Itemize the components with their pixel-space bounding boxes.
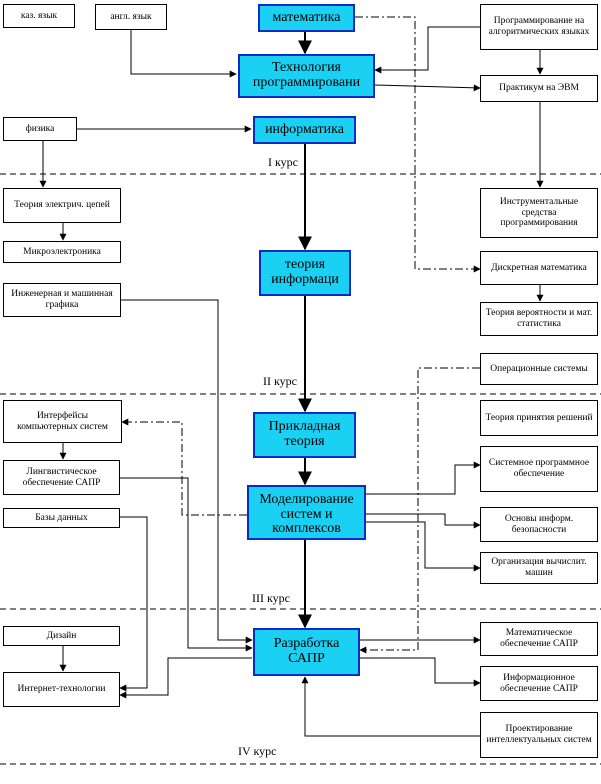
arrow-razr-internet [119, 657, 252, 699]
node-kaz-yazyk: каз. язык [3, 4, 75, 28]
arrow-os-razr [359, 367, 480, 654]
arrow-angl-tech [130, 30, 237, 78]
node-prikladnaya-teoriya: Прикладная теория [253, 412, 356, 458]
arrow-model-syspo [366, 461, 481, 495]
node-teoriya-veroyatnosti: Теория вероятности и мат. статистика [480, 302, 598, 336]
course-label-4: IV курс [238, 744, 277, 758]
node-proektirovanie-intellektualnykh: Проектирование интеллектуальных систем [480, 712, 598, 758]
arrow-model-interf [121, 418, 247, 516]
node-mikroelektronika: Микроэлектроника [3, 241, 121, 263]
arrow-model-osn [366, 513, 481, 529]
node-programmirovanie-alg: Программирование на алгоритмических язык… [480, 4, 598, 50]
course-label-2: II курс [263, 374, 297, 388]
node-internet-tekhnologii: Интернет-технологии [3, 672, 120, 707]
course-label-1: I курс [268, 155, 298, 169]
arrow-tech-evm [374, 84, 481, 92]
node-lingvisticheskoe-obespechenie: Лингвистическое обеспечение САПР [3, 460, 120, 495]
node-fizika: физика [3, 117, 77, 141]
node-inzhenernaya-grafika: Инженерная и машинная графика [3, 283, 121, 317]
node-dizayn: Дизайн [3, 626, 120, 646]
course-label-3: III курс [252, 591, 290, 605]
node-matematicheskoe-obespechenie: Математическое обеспечение САПР [480, 622, 598, 656]
arrow-bd-internet [119, 516, 148, 692]
arrow-model-org [366, 521, 481, 572]
node-organizatsiya-vychislit-mashin: Организация вычислит. машин [480, 552, 598, 584]
node-osnovy-inform-bezopasnosti: Основы информ. безопасности [480, 507, 598, 542]
node-instrumentalnye-sredstva: Инструментальные средства программирован… [480, 188, 598, 238]
node-modelirovanie-sistem: Моделирование систем и комплексов [247, 485, 366, 540]
arrow-ling-razr [120, 477, 253, 652]
arrow-razr-infobesp [360, 657, 481, 687]
node-operatsionnye-sistemy: Операционные системы [480, 353, 598, 385]
node-interfeysy-kompyuternykh-sistem: Интерфейсы компьютерных систем [3, 400, 122, 443]
node-informatika: информатика [253, 116, 356, 144]
node-diskretnaya-matematika: Дискретная математика [480, 251, 598, 285]
arrow-prog-tech [374, 26, 480, 74]
node-tekhnologiya-programmirovaniya: Технология программировани [238, 54, 375, 98]
node-matematika: математика [258, 4, 355, 32]
node-sistemnoe-po: Системное программное обеспечение [480, 446, 598, 492]
node-razrabotka-sapr: Разработка САПР [253, 628, 360, 676]
node-teoriya-prinyatiya-resheniy: Теория принятия решений [480, 400, 598, 436]
arrow-proekt-razr [301, 676, 480, 737]
node-informatsionnoe-obespechenie: Информационное обеспечение САПР [480, 666, 598, 701]
node-angl-yazyk: англ. язык [95, 4, 167, 30]
node-teoriya-informatsii: теория информаци [259, 250, 351, 296]
node-bazy-dannykh: Базы данных [3, 508, 120, 528]
node-praktikum-evm: Практикум на ЭВМ [480, 75, 598, 102]
node-teoriya-elektrich-tsepey: Теория электрич. цепей [3, 188, 121, 223]
arrow-inzh-razr [121, 299, 253, 644]
